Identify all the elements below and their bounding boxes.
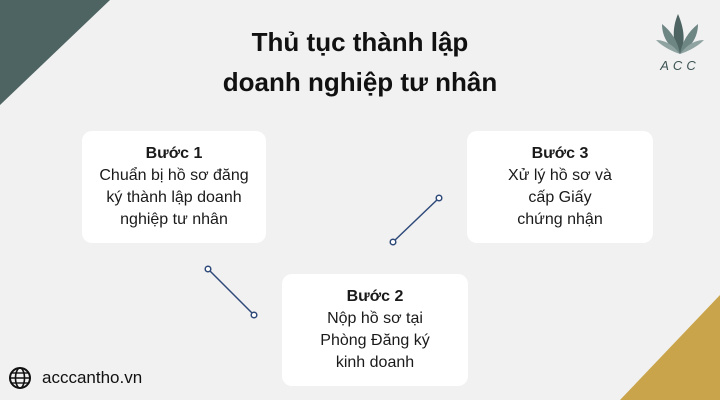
connector-step2-step3 <box>389 194 443 246</box>
step-card-2: Bước 2 Nộp hồ sơ tại Phòng Đăng ký kinh … <box>282 274 468 386</box>
website-link[interactable]: acccantho.vn <box>42 368 143 387</box>
step-card-1: Bước 1 Chuẩn bị hồ sơ đăng ký thành lập … <box>82 131 266 243</box>
step-3-text-line: Xử lý hồ sơ và <box>508 167 612 184</box>
step-2-label: Bước 2 <box>346 288 404 305</box>
leaf-logo-icon <box>656 14 704 54</box>
title-line-1: Thủ tục thành lập <box>251 27 469 57</box>
step-3-text-line: cấp Giấy <box>528 189 592 206</box>
step-3-text-line: chứng nhận <box>517 211 603 228</box>
page-title: Thủ tục thành lập doanh nghiệp tư nhân <box>0 22 720 102</box>
step-1-text-line: nghiệp tư nhân <box>120 211 228 228</box>
logo-text: ACC <box>660 58 700 73</box>
connector-step1-step2 <box>204 265 258 319</box>
step-1-text-line: ký thành lập doanh <box>106 189 242 206</box>
acc-logo: ACC <box>650 10 710 80</box>
step-2-text-line: Nộp hồ sơ tại <box>327 310 423 327</box>
step-2-text-line: kinh doanh <box>335 354 415 371</box>
title-line-2: doanh nghiệp tư nhân <box>222 67 498 97</box>
globe-icon <box>9 367 31 389</box>
step-3-label: Bước 3 <box>531 145 589 162</box>
step-card-3: Bước 3 Xử lý hồ sơ và cấp Giấy chứng nhậ… <box>467 131 653 243</box>
website-footer[interactable]: acccantho.vn <box>8 366 142 390</box>
step-2-text-line: Phòng Đăng ký <box>320 332 430 349</box>
corner-decoration-top-left <box>0 0 110 105</box>
step-1-text-line: Chuẩn bị hồ sơ đăng <box>99 167 249 184</box>
step-1-label: Bước 1 <box>145 145 203 162</box>
corner-decoration-bottom-right <box>620 295 720 400</box>
